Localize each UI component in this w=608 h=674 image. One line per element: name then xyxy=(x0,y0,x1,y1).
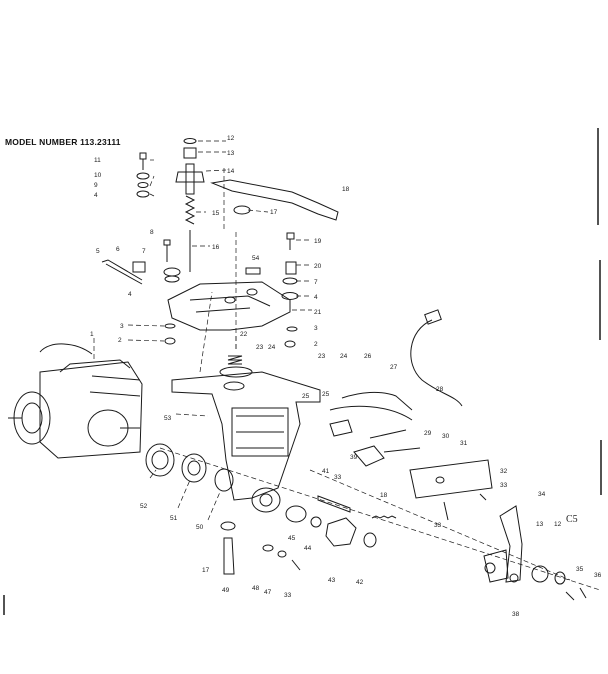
long-bolt xyxy=(101,259,143,285)
part-callout-2: 14 xyxy=(227,168,235,175)
part-callout-44: 32 xyxy=(500,468,508,475)
part-callout-5: 9 xyxy=(94,182,98,189)
part-callout-50: 18 xyxy=(380,492,388,499)
part-callout-20: 4 xyxy=(314,294,318,301)
spring-22 xyxy=(219,355,253,378)
cap-42 xyxy=(363,532,377,548)
part-callout-9: 15 xyxy=(212,210,220,217)
part-callout-43: 33 xyxy=(334,474,342,481)
part-callout-41: 39 xyxy=(350,454,358,461)
part-callout-16: 54 xyxy=(252,255,260,262)
part-callout-6: 4 xyxy=(94,192,98,199)
corner-mark: C5 xyxy=(566,514,578,525)
motor-housing xyxy=(8,343,143,459)
part-callout-37: 53 xyxy=(164,415,172,422)
part-callout-35: 25 xyxy=(322,391,330,398)
knob-43 xyxy=(325,517,357,547)
part-callout-48: 51 xyxy=(170,515,178,522)
part-callout-53: 44 xyxy=(304,545,312,552)
part-callout-26: 1 xyxy=(90,331,94,338)
part-callout-36: 28 xyxy=(436,386,444,393)
model-number-title: MODEL NUMBER 113.23111 xyxy=(5,137,121,147)
part-callout-61: 13 xyxy=(536,521,544,528)
part-callout-60: 33 xyxy=(284,592,292,599)
part-callout-28: 23 xyxy=(256,344,264,351)
part-callout-27: 22 xyxy=(240,331,248,338)
part-callout-55: 42 xyxy=(356,579,364,586)
part-callout-12: 19 xyxy=(314,238,322,245)
part-callout-52: 45 xyxy=(288,535,296,542)
part-callout-4: 10 xyxy=(94,172,102,179)
plate-32 xyxy=(409,459,493,499)
part-callout-58: 48 xyxy=(252,585,260,592)
part-callout-24: 2 xyxy=(118,337,122,344)
part-callout-11: 17 xyxy=(270,209,278,216)
part-callout-32: 26 xyxy=(364,353,372,360)
part-callout-10: 16 xyxy=(212,244,220,251)
screw-8 xyxy=(163,239,171,262)
bolt-stack-left xyxy=(136,152,150,198)
part-callout-56: 17 xyxy=(202,567,210,574)
part-callout-15: 7 xyxy=(142,248,146,255)
part-callout-31: 24 xyxy=(340,353,348,360)
part-callout-59: 47 xyxy=(264,589,272,596)
handle-34 xyxy=(483,505,523,583)
part-callout-1: 13 xyxy=(227,150,235,157)
part-callout-51: 33 xyxy=(434,522,442,529)
gear-45 xyxy=(285,505,307,523)
part-callout-47: 52 xyxy=(140,503,148,510)
part-callout-34: 25 xyxy=(302,393,310,400)
part-callout-42: 41 xyxy=(322,468,330,475)
part-callout-23: 3 xyxy=(314,325,318,332)
part-callout-21: 21 xyxy=(314,309,322,316)
part-callout-8: 8 xyxy=(150,229,154,236)
part-callout-18: 7 xyxy=(314,279,318,286)
part-callout-7: 18 xyxy=(342,186,350,193)
ring-51 xyxy=(181,453,207,483)
part-callout-30: 23 xyxy=(318,353,326,360)
edge-mark xyxy=(3,128,602,615)
part-callout-62: 12 xyxy=(554,521,562,528)
washer xyxy=(233,205,251,215)
lever-arm xyxy=(210,179,339,221)
power-cord xyxy=(329,309,463,421)
main-bracket xyxy=(171,371,321,513)
part-callout-64: 36 xyxy=(594,572,602,579)
part-callout-49: 50 xyxy=(196,524,204,531)
part-callout-65: 38 xyxy=(512,611,520,618)
ring-52 xyxy=(145,443,175,477)
key-54 xyxy=(245,267,261,275)
leader-lines xyxy=(93,140,601,591)
part-callout-14: 6 xyxy=(116,246,120,253)
shaft-assembly xyxy=(175,138,205,272)
part-callout-46: 34 xyxy=(538,491,546,498)
part-callout-57: 49 xyxy=(222,587,230,594)
part-callout-29: 24 xyxy=(268,344,276,351)
bracket-plate xyxy=(167,281,291,331)
part-callout-40: 31 xyxy=(460,440,468,447)
part-callout-45: 33 xyxy=(500,482,508,489)
pin xyxy=(317,495,351,513)
part-callout-25: 2 xyxy=(314,341,318,348)
part-callout-63: 35 xyxy=(576,566,584,573)
bolt-49 xyxy=(223,537,235,575)
bolt-stack-right xyxy=(281,232,299,300)
part-callout-22: 3 xyxy=(120,323,124,330)
block-6 xyxy=(132,261,146,273)
part-callout-0: 12 xyxy=(227,135,235,142)
part-callout-19: 4 xyxy=(128,291,132,298)
part-callout-54: 43 xyxy=(328,577,336,584)
part-callout-33: 27 xyxy=(390,364,398,371)
part-callout-13: 5 xyxy=(96,248,100,255)
part-callout-3: 11 xyxy=(94,157,101,164)
part-callout-38: 29 xyxy=(424,430,432,437)
part-callout-17: 20 xyxy=(314,263,322,270)
part-callout-39: 30 xyxy=(442,433,450,440)
